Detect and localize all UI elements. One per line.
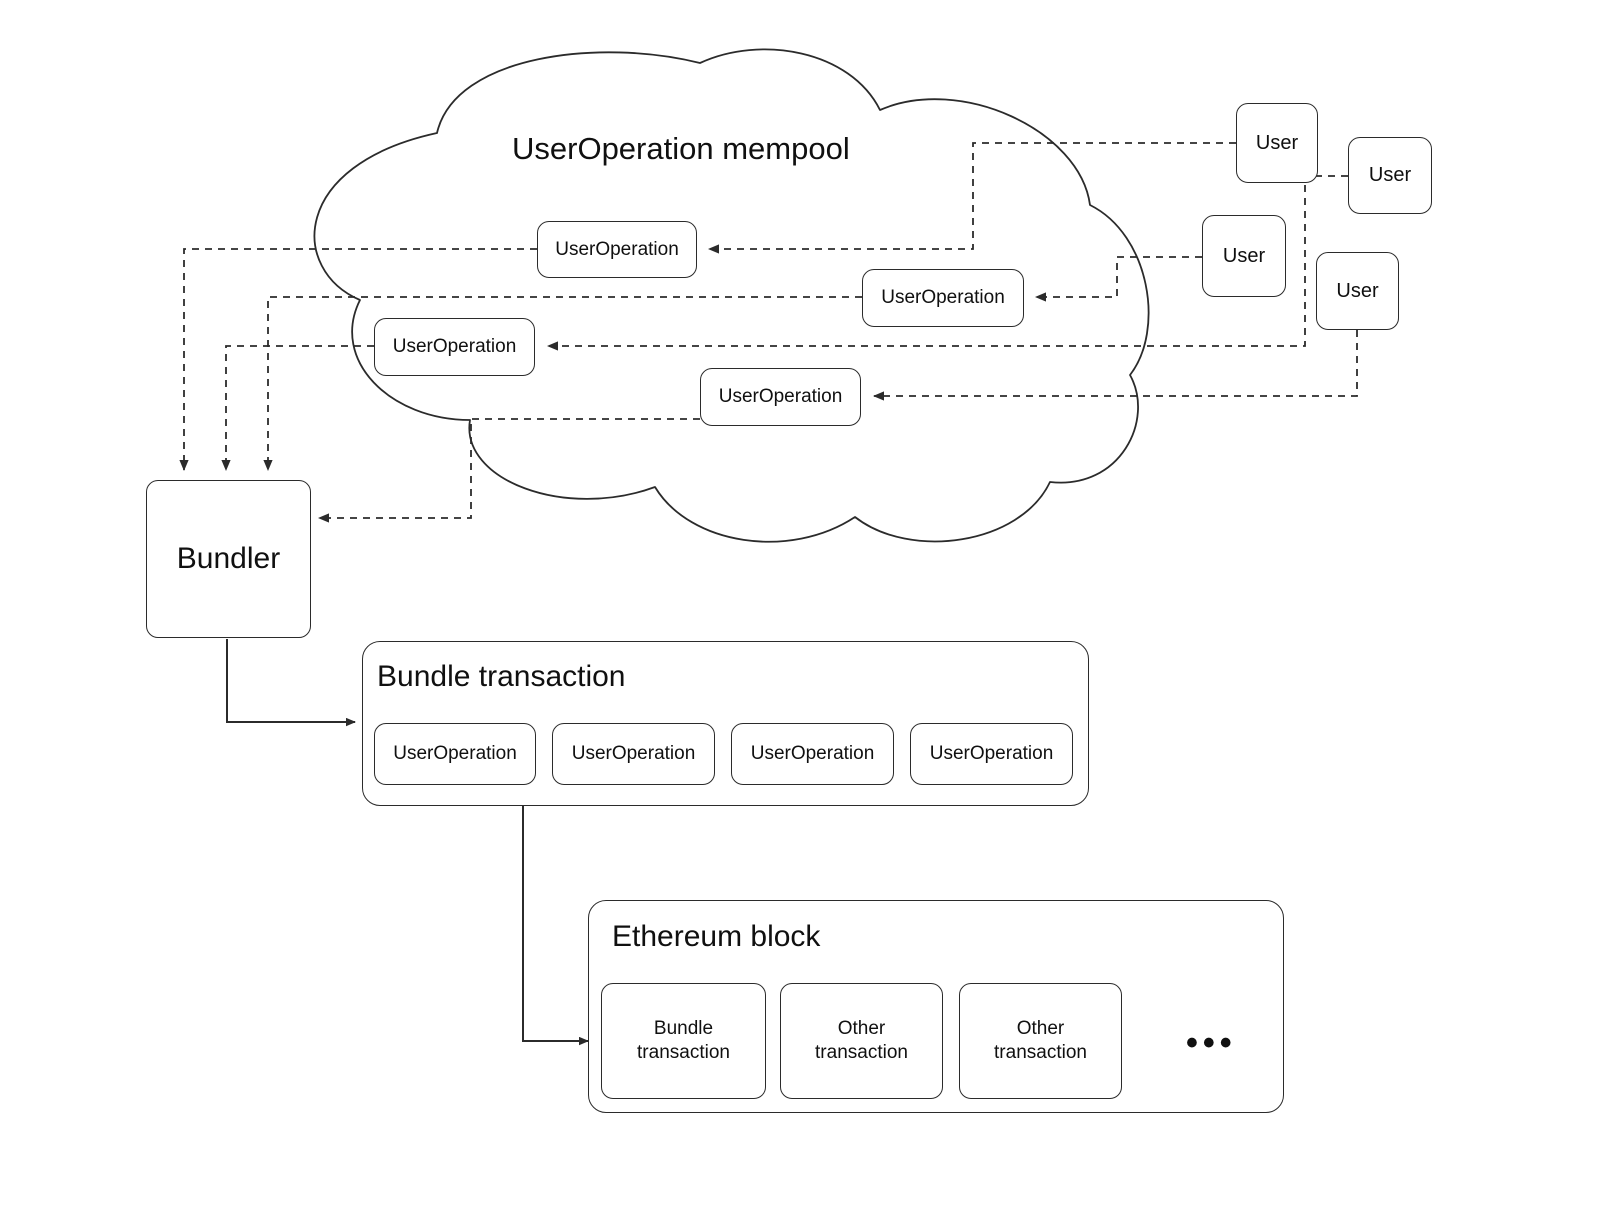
edge-userop2-to-bundler — [263, 296, 862, 471]
bundle-userop-1[interactable]: UserOperation — [374, 723, 536, 785]
edge-user1-to-userop1 — [708, 142, 1236, 254]
ethereum-tx-bundle-transaction[interactable]: Bundle transaction — [601, 983, 766, 1099]
mempool-userop-2[interactable]: UserOperation — [862, 269, 1024, 327]
edge-userop4-to-bundler — [318, 418, 700, 523]
edge-user4-to-userop4 — [873, 330, 1358, 401]
bundle-userop-4[interactable]: UserOperation — [910, 723, 1073, 785]
mempool-userop-4[interactable]: UserOperation — [700, 368, 861, 426]
bundle-userop-3[interactable]: UserOperation — [731, 723, 894, 785]
bundler-node[interactable]: Bundler — [146, 480, 311, 638]
user-node-4[interactable]: User — [1316, 252, 1399, 330]
mempool-title: UserOperation mempool — [512, 131, 850, 166]
user-node-1[interactable]: User — [1236, 103, 1318, 183]
edge-user2-to-userop3 — [547, 175, 1348, 351]
ethereum-block-ellipsis: ••• — [1186, 1024, 1237, 1062]
mempool-cloud-outline — [313, 48, 1150, 543]
user-node-2[interactable]: User — [1348, 137, 1432, 214]
bundle-transaction-title: Bundle transaction — [377, 660, 626, 693]
edge-user3-to-userop2 — [1035, 256, 1202, 302]
edge-userop1-to-bundler — [179, 248, 537, 471]
ethereum-block-title: Ethereum block — [612, 920, 821, 953]
ethereum-tx-other-2[interactable]: Other transaction — [959, 983, 1122, 1099]
edge-bundle-transaction-to-ethereum-block — [522, 805, 589, 1046]
bundle-userop-2[interactable]: UserOperation — [552, 723, 715, 785]
edge-bundler-to-bundle-transaction — [226, 639, 356, 727]
edge-userop3-to-bundler — [221, 345, 374, 471]
user-node-3[interactable]: User — [1202, 215, 1286, 297]
ethereum-tx-other-1[interactable]: Other transaction — [780, 983, 943, 1099]
mempool-userop-1[interactable]: UserOperation — [537, 221, 697, 278]
mempool-userop-3[interactable]: UserOperation — [374, 318, 535, 376]
